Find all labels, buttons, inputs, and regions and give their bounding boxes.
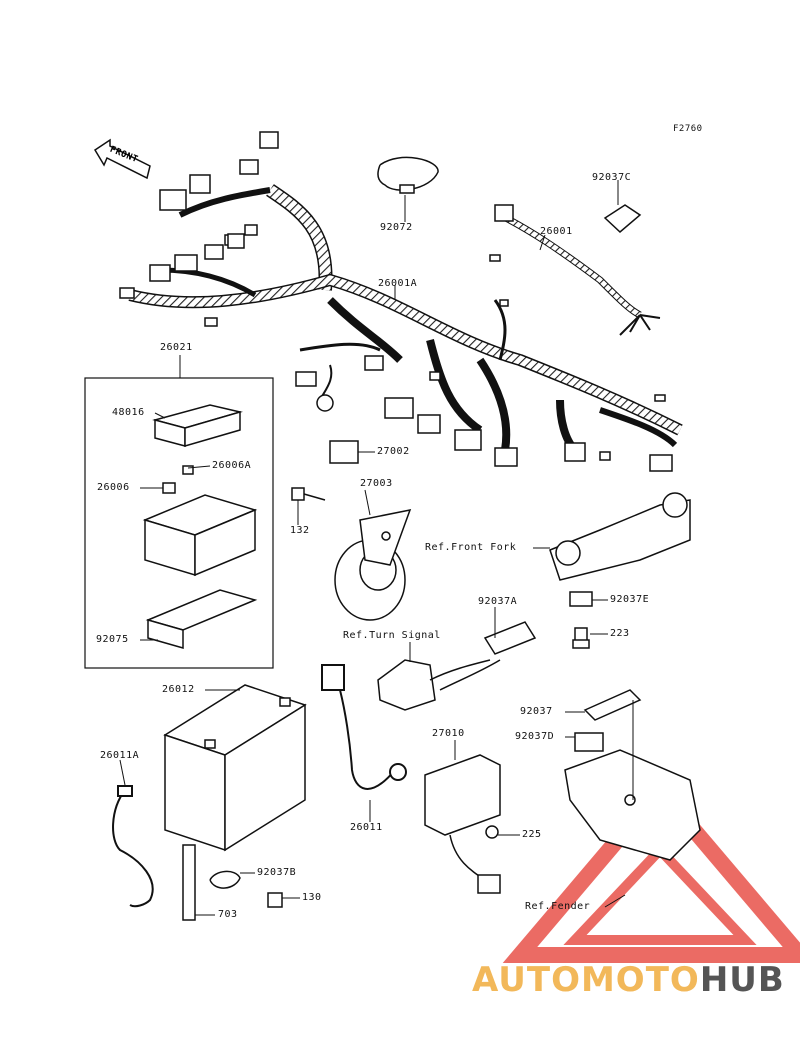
ref-front-fork: Ref.Front Fork [425,542,517,553]
ref-turn-signal: Ref.Turn Signal [343,630,441,641]
part-label-48016: 48016 [112,407,145,418]
relay-27002 [329,440,359,464]
part-label-92037B: 92037B [257,867,297,878]
battery-cable-26011A [112,785,154,908]
part-label-703: 703 [218,909,238,920]
bolt-130 [267,892,283,908]
watermark-logo: AUTOMOTOHUB [472,960,785,1000]
fuse-box-parts [142,404,258,649]
watermark-text-main: AUTOMOTO [472,960,700,1000]
horn-27003 [334,509,412,621]
leader-lines [119,180,634,916]
vent-tube-703 [182,844,196,921]
figure-code: F2760 [673,124,703,134]
part-label-92037D: 92037D [515,731,555,742]
band-92072 [377,156,439,194]
bolt-132 [291,487,326,501]
bolt-225 [485,825,499,839]
part-label-27003: 27003 [360,478,393,489]
bolt-223 [572,627,590,649]
part-label-92075: 92075 [96,634,129,645]
clamp-92037D [574,732,604,752]
front-arrow-icon [93,138,151,180]
strap-92037 [583,689,642,721]
part-label-92037E: 92037E [610,594,650,605]
part-label-130: 130 [302,892,322,903]
part-label-27010: 27010 [432,728,465,739]
part-label-132: 132 [290,525,310,536]
fender-bracket [564,749,701,861]
part-label-26012: 26012 [162,684,195,695]
sub-harness-26001 [489,204,661,336]
ref-fender: Ref.Fender [525,901,591,912]
fuse-box-group-frame [84,377,274,669]
part-label-92072: 92072 [380,222,413,233]
part-label-225: 225 [522,829,542,840]
watermark-triangle [502,777,800,963]
cable-26011 [321,664,407,790]
watermark-text-hub: HUB [699,960,785,1000]
part-label-223: 223 [610,628,630,639]
clamp-92037E [569,591,593,607]
front-fork-bracket [549,492,691,581]
harness-connectors [119,131,673,472]
clamp-92037B [209,870,241,889]
part-label-26006A: 26006A [212,460,252,471]
turn-signal-relay [377,659,501,711]
battery-26012 [163,684,307,852]
clamp-92037C [603,204,642,234]
part-label-26001: 26001 [540,226,573,237]
part-label-27002: 27002 [377,446,410,457]
part-label-92037C: 92037C [592,172,632,183]
part-label-26011A: 26011A [100,750,140,761]
part-label-92037: 92037 [520,706,553,717]
part-label-26006: 26006 [97,482,130,493]
part-label-92037A: 92037A [478,596,518,607]
main-harness-26001A [128,184,683,453]
clamp-92037A [483,621,537,655]
part-label-26001A: 26001A [378,278,418,289]
part-label-26021: 26021 [160,342,193,353]
ignitor-27010 [424,754,501,894]
part-label-26011: 26011 [350,822,383,833]
